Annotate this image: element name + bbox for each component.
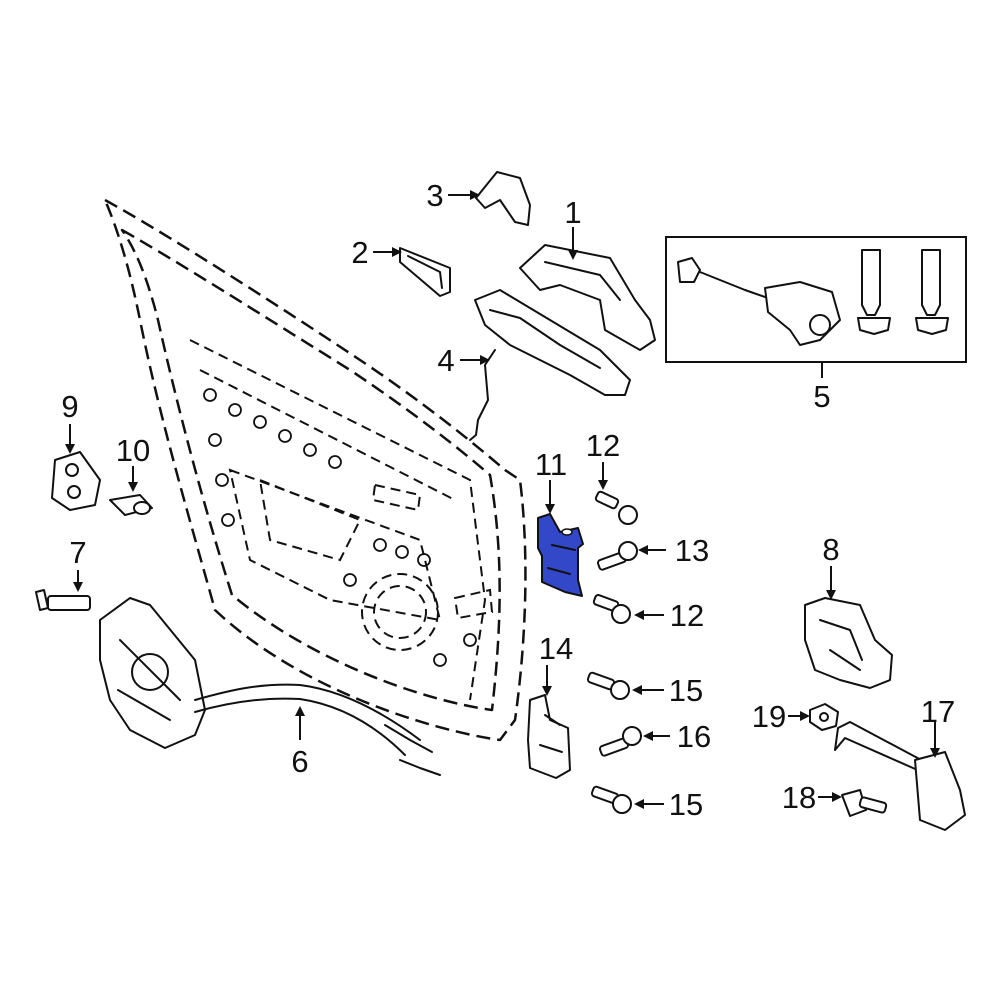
callout-11: 11 xyxy=(535,447,567,482)
callout-10: 10 xyxy=(116,433,150,468)
handle-cover xyxy=(399,247,451,297)
callout-19: 19 xyxy=(752,699,786,734)
callout-14: 14 xyxy=(539,631,573,666)
callout-15-lower: 15 xyxy=(669,787,703,822)
callout-7: 7 xyxy=(69,535,86,570)
callout-18: 18 xyxy=(782,780,816,815)
latch-cover xyxy=(804,597,893,689)
callout-3: 3 xyxy=(426,178,443,213)
check-bolt xyxy=(841,789,888,817)
handle-frame xyxy=(469,289,631,441)
callout-6: 6 xyxy=(291,744,308,779)
door-check xyxy=(834,721,966,831)
bushing xyxy=(109,494,153,516)
nut xyxy=(809,703,839,731)
callout-12-lower: 12 xyxy=(670,598,704,633)
handle-end-cap xyxy=(475,171,531,226)
door-shell xyxy=(103,198,527,742)
lock-cylinder-kit xyxy=(665,236,967,363)
bolt-12-lower xyxy=(592,594,631,624)
callout-numbers: 1 2 3 4 5 6 7 8 9 10 11 12 13 12 14 15 1… xyxy=(61,178,955,822)
lower-door-hinge xyxy=(527,694,571,779)
bolt-15-lower xyxy=(590,785,632,814)
bolt-16 xyxy=(598,726,642,757)
callout-1: 1 xyxy=(564,195,581,230)
callout-15-upper: 15 xyxy=(669,673,703,708)
callout-13: 13 xyxy=(675,533,709,568)
callout-2: 2 xyxy=(351,235,368,270)
callout-4: 4 xyxy=(437,343,454,378)
leader-lines xyxy=(65,190,940,809)
striker-bolt xyxy=(35,589,91,611)
callout-16: 16 xyxy=(677,719,711,754)
callout-8: 8 xyxy=(822,532,839,567)
upper-door-hinge-highlighted xyxy=(537,513,584,597)
door-striker xyxy=(51,451,101,511)
door-latch-assembly xyxy=(99,597,441,776)
callout-5: 5 xyxy=(813,379,830,414)
bolt-13 xyxy=(596,541,638,571)
bolt-12-upper xyxy=(594,490,638,525)
bolt-15-upper xyxy=(586,671,630,700)
callout-17: 17 xyxy=(921,694,955,729)
outside-door-handle xyxy=(519,244,656,351)
callout-12-upper: 12 xyxy=(586,428,620,463)
callout-9: 9 xyxy=(61,389,78,424)
